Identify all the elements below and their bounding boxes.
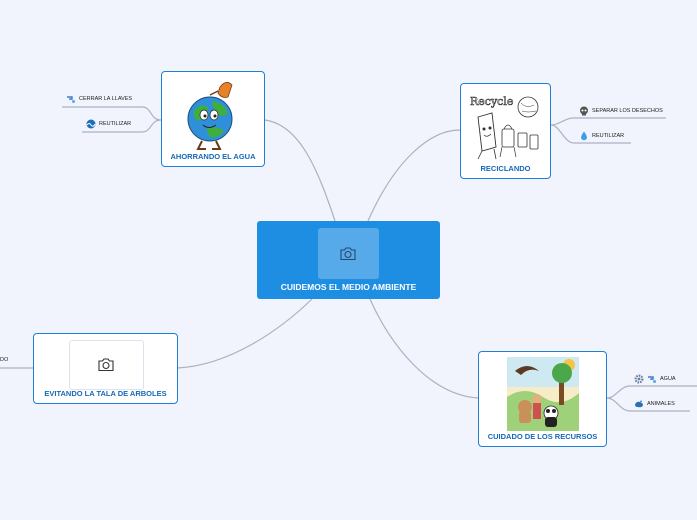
camera-icon	[340, 247, 356, 261]
connector-central-evitando	[177, 298, 313, 369]
water-drop-icon	[581, 131, 587, 141]
branch-title: CUIDADO DE LOS RECURSOS	[487, 432, 598, 441]
leaf-reutilizar-agua[interactable]: REUTILIZAR	[86, 117, 131, 131]
leaf-evitando-partial[interactable]: DO	[0, 353, 8, 367]
branch-cuidado-de-los-recursos[interactable]: CUIDADO DE LOS RECURSOS	[478, 351, 607, 447]
recycle-drawing-illustration: Recycle	[470, 95, 539, 160]
animals-drawing-illustration	[507, 357, 579, 431]
connector-ahorrando-leaves	[62, 106, 162, 133]
leaf-label: CERRAR LA LLAVES	[79, 96, 133, 102]
connector-central-reciclando	[367, 129, 461, 222]
whale-icon	[635, 400, 643, 408]
leaf-cerrar-la-llaves[interactable]: CERRAR LA LLAVES	[66, 92, 132, 106]
branch-reciclando[interactable]: Recycle RECICLANDO	[460, 83, 551, 179]
leaf-separar-los-desechos[interactable]: SEPARAR LOS DESECHOS	[579, 104, 663, 118]
branch-image-placeholder[interactable]	[69, 340, 144, 390]
earth-with-watering-can-illustration	[187, 82, 233, 150]
connector-reciclando-leaves	[550, 117, 666, 144]
leaf-label: REUTILIZAR	[99, 121, 132, 127]
connector-central-ahorrando	[264, 119, 336, 222]
camera-icon	[98, 358, 114, 372]
branch-title: RECICLANDO	[480, 164, 531, 173]
water-tap-icon	[67, 96, 75, 103]
svg-text:Recycle: Recycle	[470, 95, 513, 108]
water-wave-icon	[86, 119, 96, 129]
branch-title: AHORRANDO EL AGUA	[170, 152, 256, 161]
water-tap-icon	[648, 376, 656, 383]
leaf-label: ANIMALES	[647, 401, 675, 407]
gear-icon	[634, 374, 644, 384]
leaf-reutilizar-reciclaje[interactable]: REUTILIZAR	[579, 129, 624, 143]
connector-cuidado-leaves	[606, 385, 697, 412]
connector-central-cuidado	[369, 298, 479, 399]
leaf-agua[interactable]: AGUA	[634, 372, 676, 386]
branch-ahorrando-el-agua[interactable]: AHORRANDO EL AGUA	[161, 71, 265, 167]
leaf-label: AGUA	[660, 376, 676, 382]
branch-evitando-la-tala-de-arboles[interactable]: EVITANDO LA TALA DE ARBOLES	[33, 333, 178, 404]
leaf-label: REUTILIZAR	[592, 133, 625, 139]
leaf-animales[interactable]: ANIMALES	[634, 397, 675, 411]
branch-title: EVITANDO LA TALA DE ARBOLES	[44, 389, 167, 398]
skull-icon	[580, 106, 588, 116]
leaf-label: SEPARAR LOS DESECHOS	[592, 108, 663, 114]
central-title: CUIDEMOS EL MEDIO AMBIENTE	[280, 282, 417, 292]
leaf-label: DO	[0, 357, 9, 363]
central-image-placeholder[interactable]	[318, 228, 379, 279]
central-topic[interactable]: CUIDEMOS EL MEDIO AMBIENTE	[257, 221, 440, 299]
